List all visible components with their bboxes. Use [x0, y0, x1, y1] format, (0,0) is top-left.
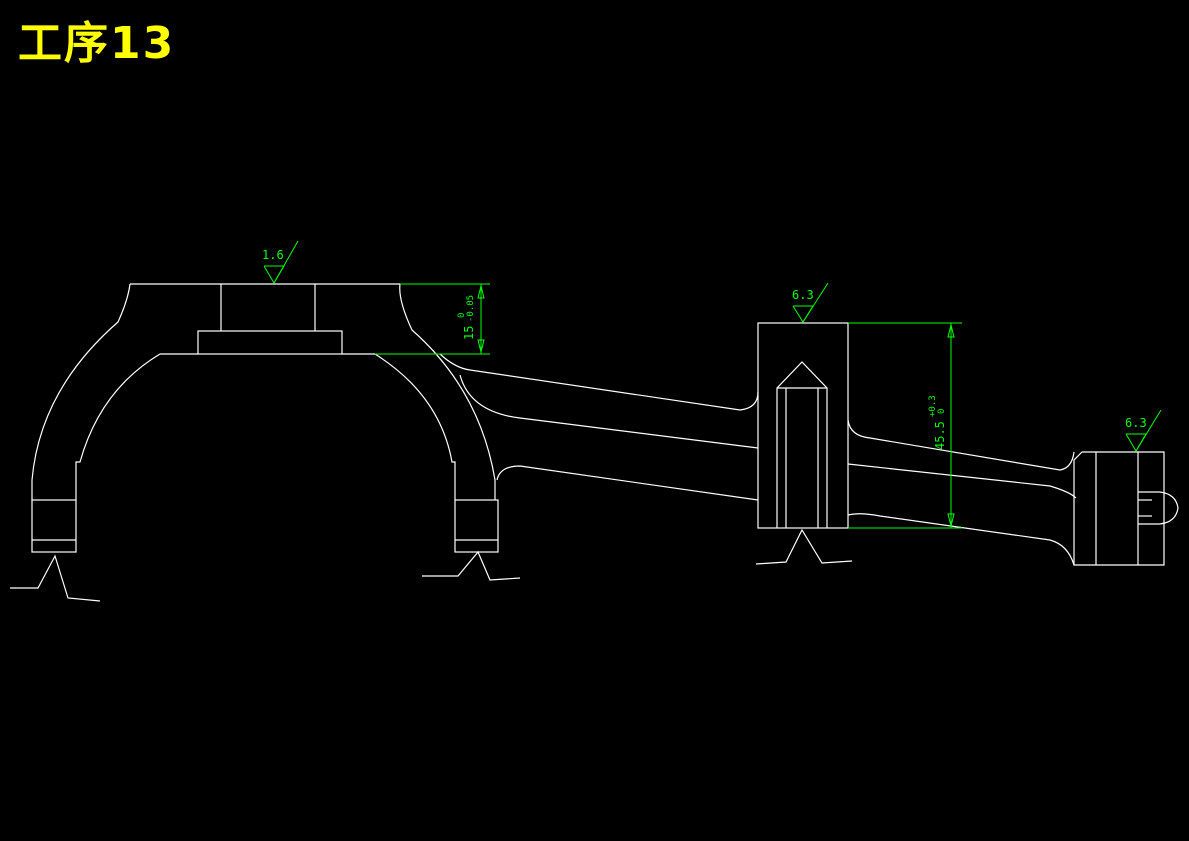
dimension-nominal: 45.5 — [933, 421, 947, 450]
dimension-15: 15 0 -0.05 — [375, 283, 490, 355]
roughness-symbol: 1.6 — [262, 240, 299, 284]
fork-body — [31, 283, 499, 553]
dimension-45-5: 45.5 +0.3 0 — [848, 322, 962, 529]
dimension-nominal: 15 — [462, 326, 476, 340]
roughness-label: 6.3 — [792, 288, 814, 302]
roughness-symbol: 6.3 — [1125, 409, 1162, 452]
roughness-label: 1.6 — [262, 248, 284, 262]
locating-symbols — [10, 528, 853, 602]
right-arm — [847, 419, 1077, 566]
dimension-lower-tol: 0 — [937, 409, 947, 414]
dimension-upper-tol: +0.3 — [928, 395, 938, 417]
right-end-block — [1073, 451, 1179, 566]
dimension-upper-tol: 0 — [457, 313, 467, 318]
dimension-lower-tol: -0.05 — [466, 295, 476, 322]
process-title: 工序13 — [18, 18, 176, 69]
fork-arm — [439, 353, 759, 501]
roughness-symbol: 6.3 — [792, 282, 829, 323]
roughness-label: 6.3 — [1125, 416, 1147, 430]
middle-boss — [757, 322, 849, 529]
